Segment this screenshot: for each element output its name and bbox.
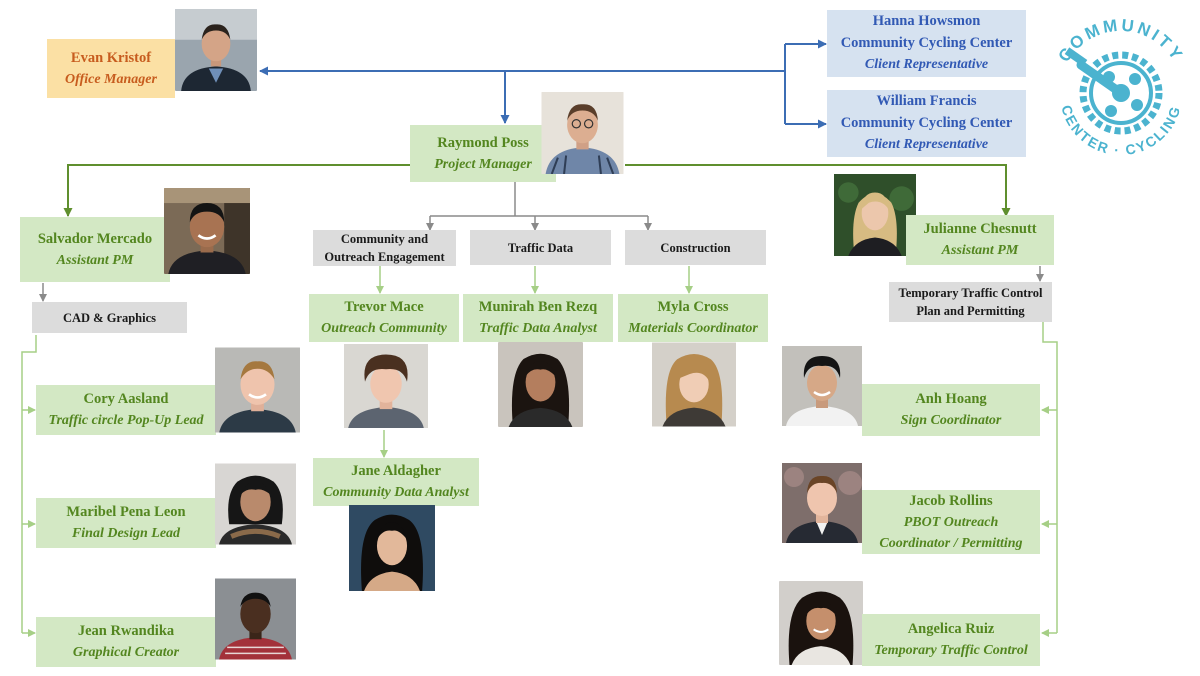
member-box-cory-aasland: Cory Aasland Traffic circle Pop-Up Lead xyxy=(36,385,216,435)
munirah-ben-rezq-photo xyxy=(498,342,583,427)
group-traffic-data: Traffic Data xyxy=(470,230,611,265)
member-box-trevor-mace: Trevor Mace Outreach Community xyxy=(309,294,459,342)
assistant-pm-right-box: Julianne Chesnutt Assistant PM xyxy=(906,215,1054,265)
jean-rwandika-photo xyxy=(215,574,296,664)
member-role: Materials Coordinator xyxy=(628,321,758,336)
group-construction: Construction xyxy=(625,230,766,265)
maribel-pena-leon-photo xyxy=(215,460,296,548)
bicycle-crank-gear-icon xyxy=(1064,47,1163,135)
group-label-line2: Plan and Permitting xyxy=(916,304,1025,318)
member-name: Anh Hoang xyxy=(915,391,987,407)
office-manager-role: Office Manager xyxy=(65,71,157,87)
member-role-line2: Coordinator / Permitting xyxy=(879,535,1023,551)
member-role: Community Data Analyst xyxy=(323,485,469,500)
assistant-pm-name: Salvador Mercado xyxy=(37,230,153,247)
assistant-pm-role: Assistant PM xyxy=(56,252,134,268)
member-box-munirah-ben-rezq: Munirah Ben Rezq Traffic Data Analyst xyxy=(463,294,613,342)
member-name: Angelica Ruiz xyxy=(907,621,995,637)
member-name: Trevor Mace xyxy=(344,299,424,315)
member-name: Jean Rwandika xyxy=(77,623,175,639)
group-label: Traffic Data xyxy=(507,240,574,255)
member-name: Maribel Pena Leon xyxy=(66,504,186,520)
group-label: Construction xyxy=(660,240,731,255)
client-org: Community Cycling Center xyxy=(840,34,1013,51)
group-cad-graphics: CAD & Graphics xyxy=(32,302,187,333)
client-box-hanna: Hanna Howsmon Community Cycling Center C… xyxy=(827,10,1026,77)
member-box-jacob-rollins: Jacob Rollins PBOT Outreach Coordinator … xyxy=(862,490,1040,554)
project-manager-box: Raymond Poss Project Manager xyxy=(410,125,556,182)
anh-hoang-photo xyxy=(782,339,862,433)
raymond-poss-photo xyxy=(541,92,624,174)
member-box-angelica-ruiz: Angelica Ruiz Temporary Traffic Control xyxy=(862,614,1040,666)
member-role-line1: PBOT Outreach xyxy=(903,514,999,530)
member-role: Traffic circle Pop-Up Lead xyxy=(48,413,204,428)
salvador-mercado-photo xyxy=(164,188,250,274)
member-role: Sign Coordinator xyxy=(900,413,1002,428)
group-label: CAD & Graphics xyxy=(62,310,157,325)
client-role: Client Representative xyxy=(864,137,989,153)
cory-aasland-photo xyxy=(215,347,300,433)
member-role: Graphical Creator xyxy=(72,645,180,660)
office-manager-box: Evan Kristof Office Manager xyxy=(47,39,175,98)
member-name: Jacob Rollins xyxy=(909,492,993,509)
myla-cross-photo xyxy=(652,342,736,427)
member-name: Munirah Ben Rezq xyxy=(478,299,598,315)
office-manager-name: Evan Kristof xyxy=(70,49,152,66)
client-name: Hanna Howsmon xyxy=(872,13,981,30)
member-name: Myla Cross xyxy=(657,299,729,315)
assistant-pm-left-box: Salvador Mercado Assistant PM xyxy=(20,217,170,282)
angelica-ruiz-photo xyxy=(779,581,863,665)
member-box-jean-rwandika: Jean Rwandika Graphical Creator xyxy=(36,617,216,667)
member-role: Final Design Lead xyxy=(71,526,181,541)
member-box-maribel-pena-leon: Maribel Pena Leon Final Design Lead xyxy=(36,498,216,548)
member-name: Jane Aldagher xyxy=(351,463,441,479)
assistant-pm-role: Assistant PM xyxy=(941,243,1019,258)
member-box-myla-cross: Myla Cross Materials Coordinator xyxy=(618,294,768,342)
group-community-outreach: Community and Outreach Engagement xyxy=(313,230,456,266)
project-manager-role: Project Manager xyxy=(434,156,532,172)
member-box-anh-hoang: Anh Hoang Sign Coordinator xyxy=(862,384,1040,436)
group-label-line1: Community and xyxy=(340,232,429,246)
project-manager-name: Raymond Poss xyxy=(437,134,529,151)
julianne-chesnutt-photo xyxy=(834,172,916,258)
group-label-line1: Temporary Traffic Control xyxy=(898,286,1043,300)
member-name: Cory Aasland xyxy=(83,391,169,407)
group-label-line2: Outreach Engagement xyxy=(324,250,445,264)
assistant-pm-name: Julianne Chesnutt xyxy=(923,221,1037,237)
jacob-rollins-photo xyxy=(782,460,862,546)
evan-kristof-photo xyxy=(175,9,257,91)
group-temporary-traffic-control: Temporary Traffic Control Plan and Permi… xyxy=(889,282,1052,322)
client-name: William Francis xyxy=(876,93,977,110)
member-role: Outreach Community xyxy=(321,321,447,336)
jane-aldagher-photo xyxy=(346,505,438,591)
client-org: Community Cycling Center xyxy=(840,114,1013,131)
client-role: Client Representative xyxy=(864,57,989,73)
member-box-jane-aldagher: Jane Aldagher Community Data Analyst xyxy=(313,458,479,506)
community-cycling-center-logo: COMMUNITY CENTER · CYCLING xyxy=(1046,12,1196,172)
client-box-william: William Francis Community Cycling Center… xyxy=(827,90,1026,157)
member-role: Temporary Traffic Control xyxy=(874,643,1028,658)
member-role: Traffic Data Analyst xyxy=(479,321,597,336)
trevor-mace-photo xyxy=(344,342,428,430)
